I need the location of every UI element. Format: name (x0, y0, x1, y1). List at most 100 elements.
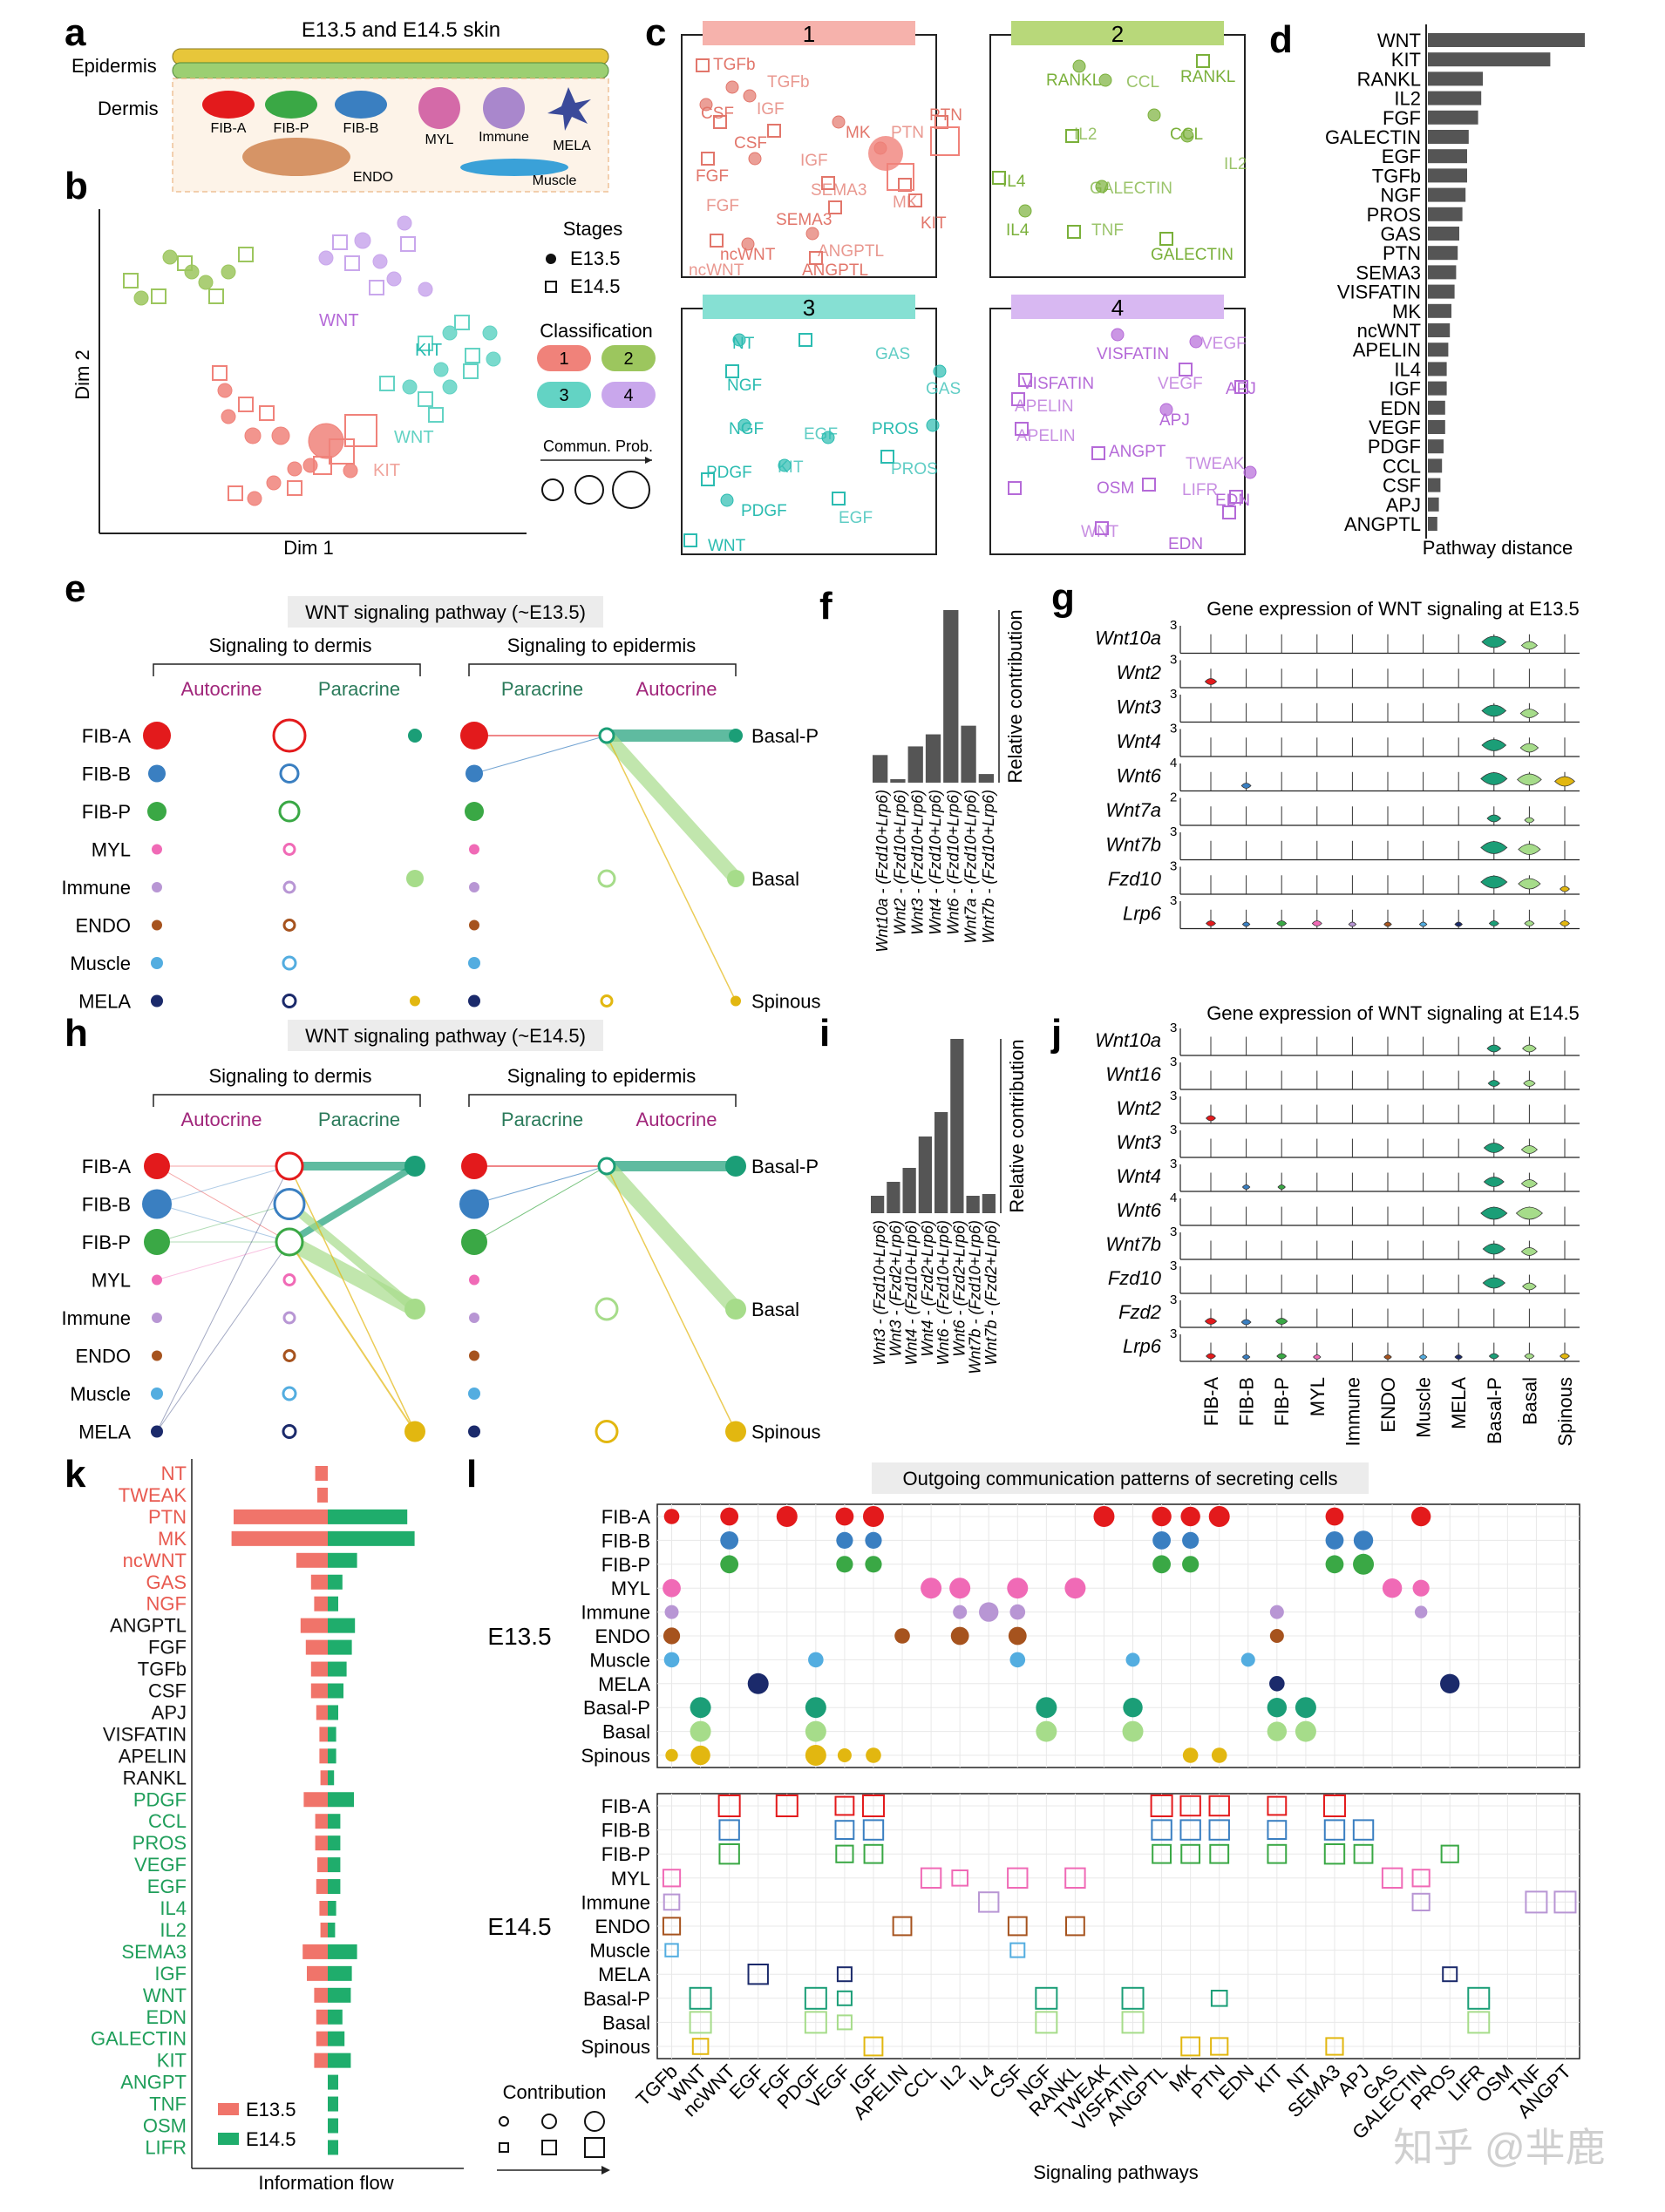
g-violin-MYL (1311, 920, 1322, 926)
c-label: IGF (800, 152, 828, 170)
e-target-hollow-Spinous (600, 994, 614, 1008)
cell-label-endo: ENDO (353, 170, 393, 185)
e-target-hollow-Basal (597, 869, 616, 888)
c-label: FGF (696, 167, 729, 186)
c-label: PTN (891, 124, 924, 142)
j-gene-Wnt16: Wnt16 (1105, 1063, 1161, 1085)
c-label: TGFb (767, 73, 810, 92)
fib-p-cell-icon (265, 91, 317, 119)
l-row-label-ENDO: ENDO (595, 1916, 650, 1937)
l-dot (1325, 1507, 1344, 1526)
g-gene-Wnt7a: Wnt7a (1105, 799, 1161, 821)
d-bar-IGF (1428, 381, 1447, 396)
d-bar-CCL (1428, 458, 1443, 473)
panel-letter-a: a (65, 11, 86, 54)
b-point-circle (318, 250, 334, 266)
l-pathway-CCL: CCL (899, 2060, 941, 2103)
j-violin-FIB-P (1277, 1184, 1286, 1190)
l-contrib-circle-2 (584, 2111, 605, 2132)
l-dot (950, 1626, 969, 1645)
l-square (1381, 1867, 1403, 1890)
g-violin-Basal (1518, 878, 1541, 890)
g-ymax-Wnt2: 3 (1170, 653, 1177, 668)
c-point-square (767, 124, 781, 138)
h-hollow-FIB-P (275, 1227, 304, 1257)
j-celltype-Basal: Basal (1519, 1377, 1540, 1425)
h-sender-label-FIB-P: FIB-P (82, 1232, 131, 1253)
k-bar-e135-APELIN (319, 1748, 328, 1764)
c-point-circle (926, 418, 940, 432)
h-edge-3 (156, 1204, 290, 1243)
l-dot (836, 1531, 853, 1549)
panel-letter-k: k (65, 1453, 86, 1496)
k-bar-e145-EGF (328, 1879, 341, 1895)
l-square (863, 2036, 884, 2057)
b-point-circle (244, 427, 262, 444)
g-ymax-Lrp6: 3 (1170, 893, 1177, 908)
k-bar-e135-FGF (305, 1639, 328, 1655)
b-point-square (400, 236, 416, 252)
panel-j-violin-e145: Gene expression of WNT signaling at E14.… (1095, 1002, 1580, 1447)
c-point-circle (1095, 180, 1109, 193)
d-bar-WNT (1428, 33, 1585, 47)
l-dot (805, 1720, 826, 1742)
e-sender-label-MYL: MYL (92, 839, 131, 861)
d-bar-PDGF (1428, 439, 1444, 454)
j-ymax-Wnt10a: 3 (1170, 1021, 1177, 1035)
f-chart-bar-0 (873, 755, 888, 783)
k-bar-e135-ANGPTL (300, 1618, 328, 1633)
l-square (1208, 1819, 1230, 1841)
e-sender-right-FIB-B (466, 764, 483, 783)
cell-label-fib-p: FIB-P (274, 121, 309, 136)
j-violin-Basal (1523, 1080, 1536, 1087)
b-points (123, 215, 501, 506)
k-bar-e135-IGF (307, 1965, 328, 1981)
d-bar-EGF (1428, 149, 1467, 164)
l-square (1325, 2037, 1344, 2056)
prob-large-circle (612, 471, 650, 509)
k-tick-EGF: EGF (147, 1876, 187, 1897)
g-gene-Wnt4: Wnt4 (1117, 730, 1161, 752)
c-point-square (1159, 232, 1173, 246)
d-tick-RANKL: RANKL (1357, 68, 1421, 90)
endo-cell-icon (242, 138, 350, 176)
e-sender-Immune (152, 882, 162, 892)
l-square (1323, 1819, 1346, 1841)
class-2-pill (601, 345, 656, 371)
c-label: APJ (1226, 380, 1256, 398)
c-label: KIT (921, 214, 947, 233)
c-box-frame-3 (681, 308, 937, 555)
c-point-square (1095, 521, 1109, 535)
h-target-left-Basal-P (404, 1156, 425, 1177)
d-bar-VEGF (1428, 420, 1445, 434)
l-square (1180, 1843, 1201, 1864)
k-tick-NGF: NGF (146, 1593, 187, 1615)
panel-l-outgoing-patterns: Outgoing communication patterns of secre… (487, 1462, 1580, 2183)
panel-letter-h: h (65, 1012, 88, 1055)
c-label: NT (732, 335, 755, 353)
c-label: MK (893, 193, 918, 212)
h-title-bg (288, 1020, 603, 1051)
l-dot (1295, 1697, 1316, 1719)
l-square (662, 1917, 682, 1936)
k-tick-ANGPT: ANGPT (120, 2072, 187, 2093)
k-bar-e145-CCL (328, 1814, 341, 1829)
h-target-right-Basal-P (725, 1156, 746, 1177)
k-tick-KIT: KIT (157, 2050, 187, 2072)
h-to-dermis: Signaling to dermis (208, 1065, 371, 1087)
g-violin-Spinous (1560, 885, 1570, 892)
l-square (836, 1990, 853, 2006)
g-violin-FIB-B (1241, 921, 1251, 927)
i-chart-bar-3 (918, 1137, 932, 1213)
g-violin-Spinous (1560, 920, 1570, 926)
c-point-square (809, 251, 823, 265)
stages-title: Stages (563, 218, 623, 240)
h-edge-4 (156, 1204, 290, 1243)
h-sender-ENDO (152, 1350, 162, 1361)
l-square (718, 1819, 740, 1841)
e-sender-label-Muscle: Muscle (70, 953, 131, 974)
j-ymax-Lrp6: 3 (1170, 1327, 1177, 1341)
h-to-epidermis: Signaling to epidermis (507, 1065, 696, 1087)
l-dot (690, 1697, 711, 1719)
l-contrib-square-0 (499, 2142, 509, 2153)
